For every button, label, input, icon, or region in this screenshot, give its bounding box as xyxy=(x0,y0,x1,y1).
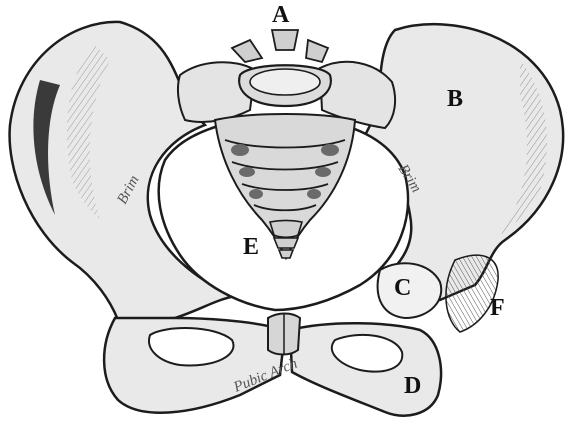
label-d: D xyxy=(404,374,421,398)
vertebral-processes xyxy=(232,30,328,62)
label-a: A xyxy=(272,3,289,27)
label-c: C xyxy=(394,276,411,300)
label-f: F xyxy=(490,296,505,320)
label-b: B xyxy=(447,87,463,111)
left-obturator-foramen xyxy=(149,328,233,365)
label-e: E xyxy=(243,235,259,259)
